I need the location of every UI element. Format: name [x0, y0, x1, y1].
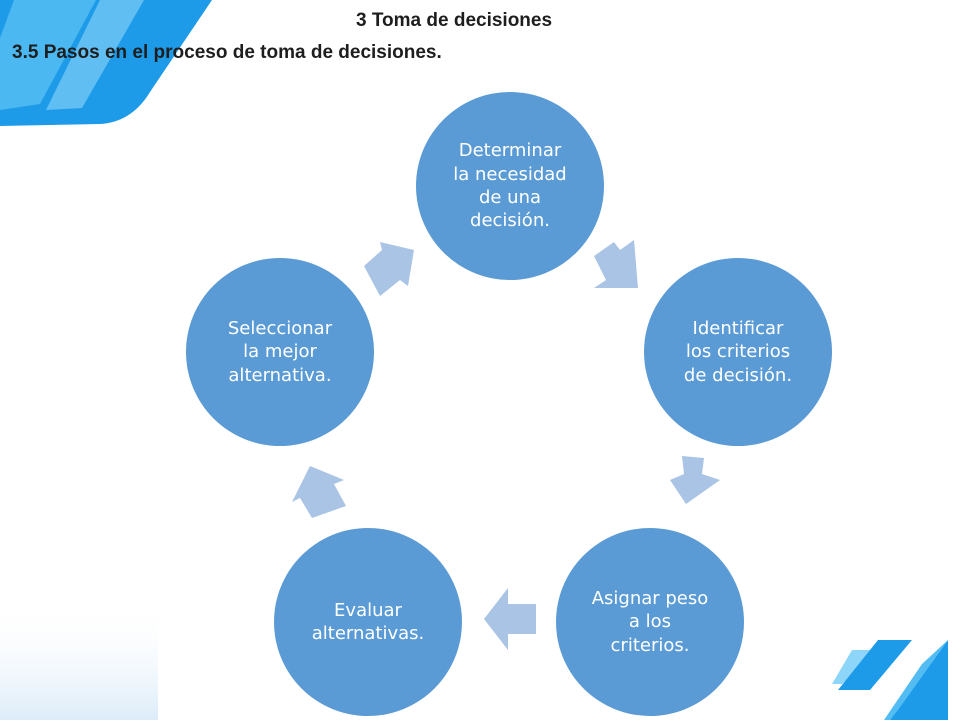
- corner-logo-shape-4: [884, 640, 948, 720]
- arrow-step5-to-step1: [364, 242, 414, 296]
- cycle-step-2-label: Identificar los criterios de decisión.: [683, 317, 793, 386]
- slide-subtitle: 3.5 Pasos en el proceso de toma de decis…: [12, 42, 442, 63]
- cycle-step-1: Determinar la necesidad de una decisión.: [416, 92, 604, 280]
- arrow-step4-to-step5: [292, 466, 346, 518]
- cycle-step-5-label: Seleccionar la mejor alternativa.: [227, 317, 333, 386]
- cycle-step-4: Evaluar alternativas.: [274, 528, 462, 716]
- cycle-step-4-label: Evaluar alternativas.: [311, 599, 425, 644]
- cycle-step-5: Seleccionar la mejor alternativa.: [186, 258, 374, 446]
- cycle-step-3: Asignar peso a los criterios.: [556, 528, 744, 716]
- slide-title: 3 Toma de decisiones: [356, 10, 553, 31]
- cycle-step-1-label: Determinar la necesidad de una decisión.: [453, 140, 567, 232]
- arrow-step2-to-step3: [670, 456, 720, 504]
- corner-gradient-decoration: [0, 600, 158, 720]
- arrow-step3-to-step4: [484, 588, 536, 650]
- corner-logo-shape-2: [838, 640, 912, 690]
- cycle-step-3-label: Asignar peso a los criterios.: [591, 587, 709, 656]
- top-left-stripe-decoration: [0, 0, 96, 110]
- arrow-step1-to-step2: [594, 240, 638, 288]
- top-left-stripe-decoration-2: [46, 0, 144, 110]
- cycle-step-2: Identificar los criterios de decisión.: [644, 258, 832, 446]
